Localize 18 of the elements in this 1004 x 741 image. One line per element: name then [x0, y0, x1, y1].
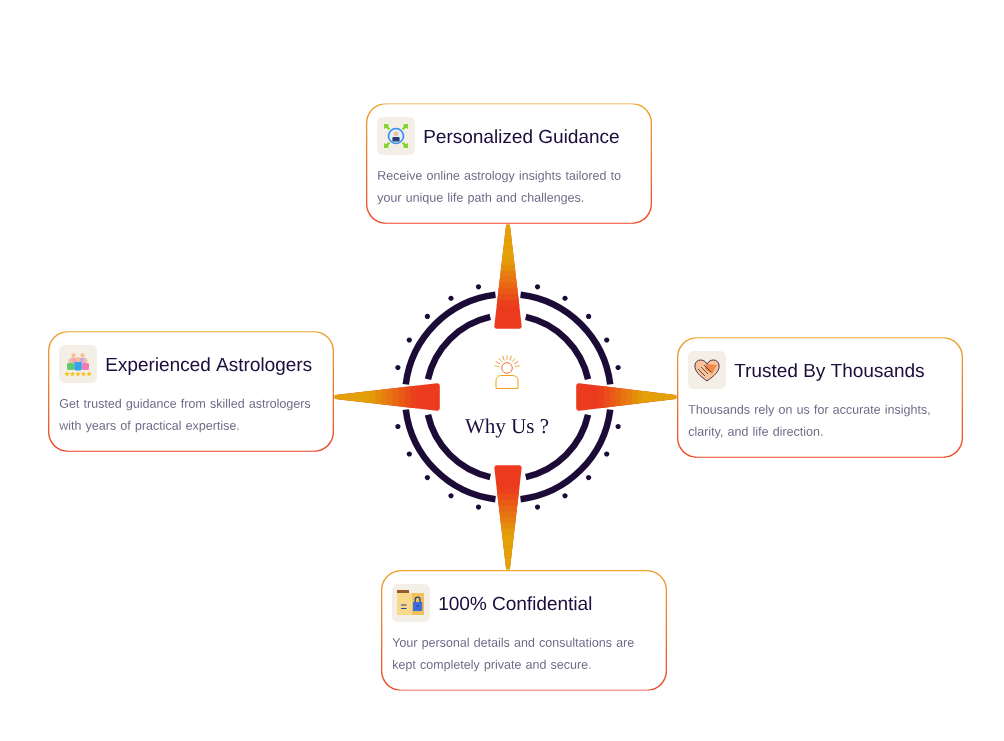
feature-card [678, 338, 962, 457]
card-description: Thousands rely on us for accurate insights, clarity, and life direction. [688, 404, 930, 439]
compass-dial [395, 284, 621, 510]
feature-card [382, 571, 666, 690]
dial-title: Why Us ? [465, 418, 549, 438]
compass-pointer [576, 383, 677, 411]
card-description: Get trusted guidance from skilled astrologers with years of practical expertise. [59, 398, 311, 433]
card-description: Your personal details and consultations are kept completely private and secure. [392, 637, 634, 672]
card-title: Experienced Astrologers [106, 357, 312, 375]
card-title: Personalized Guidance [424, 129, 619, 144]
compass-pointer [494, 224, 522, 329]
compass-pointer [494, 465, 522, 570]
card-description: Receive online astrology insights tailored to your unique life path and challenges. [377, 170, 621, 205]
compass-pointer [334, 383, 440, 411]
feature-card [367, 104, 651, 223]
feature-card [49, 332, 333, 451]
card-title: 100% Confidential [439, 596, 592, 611]
card-title: Trusted By Thousands [734, 363, 924, 381]
